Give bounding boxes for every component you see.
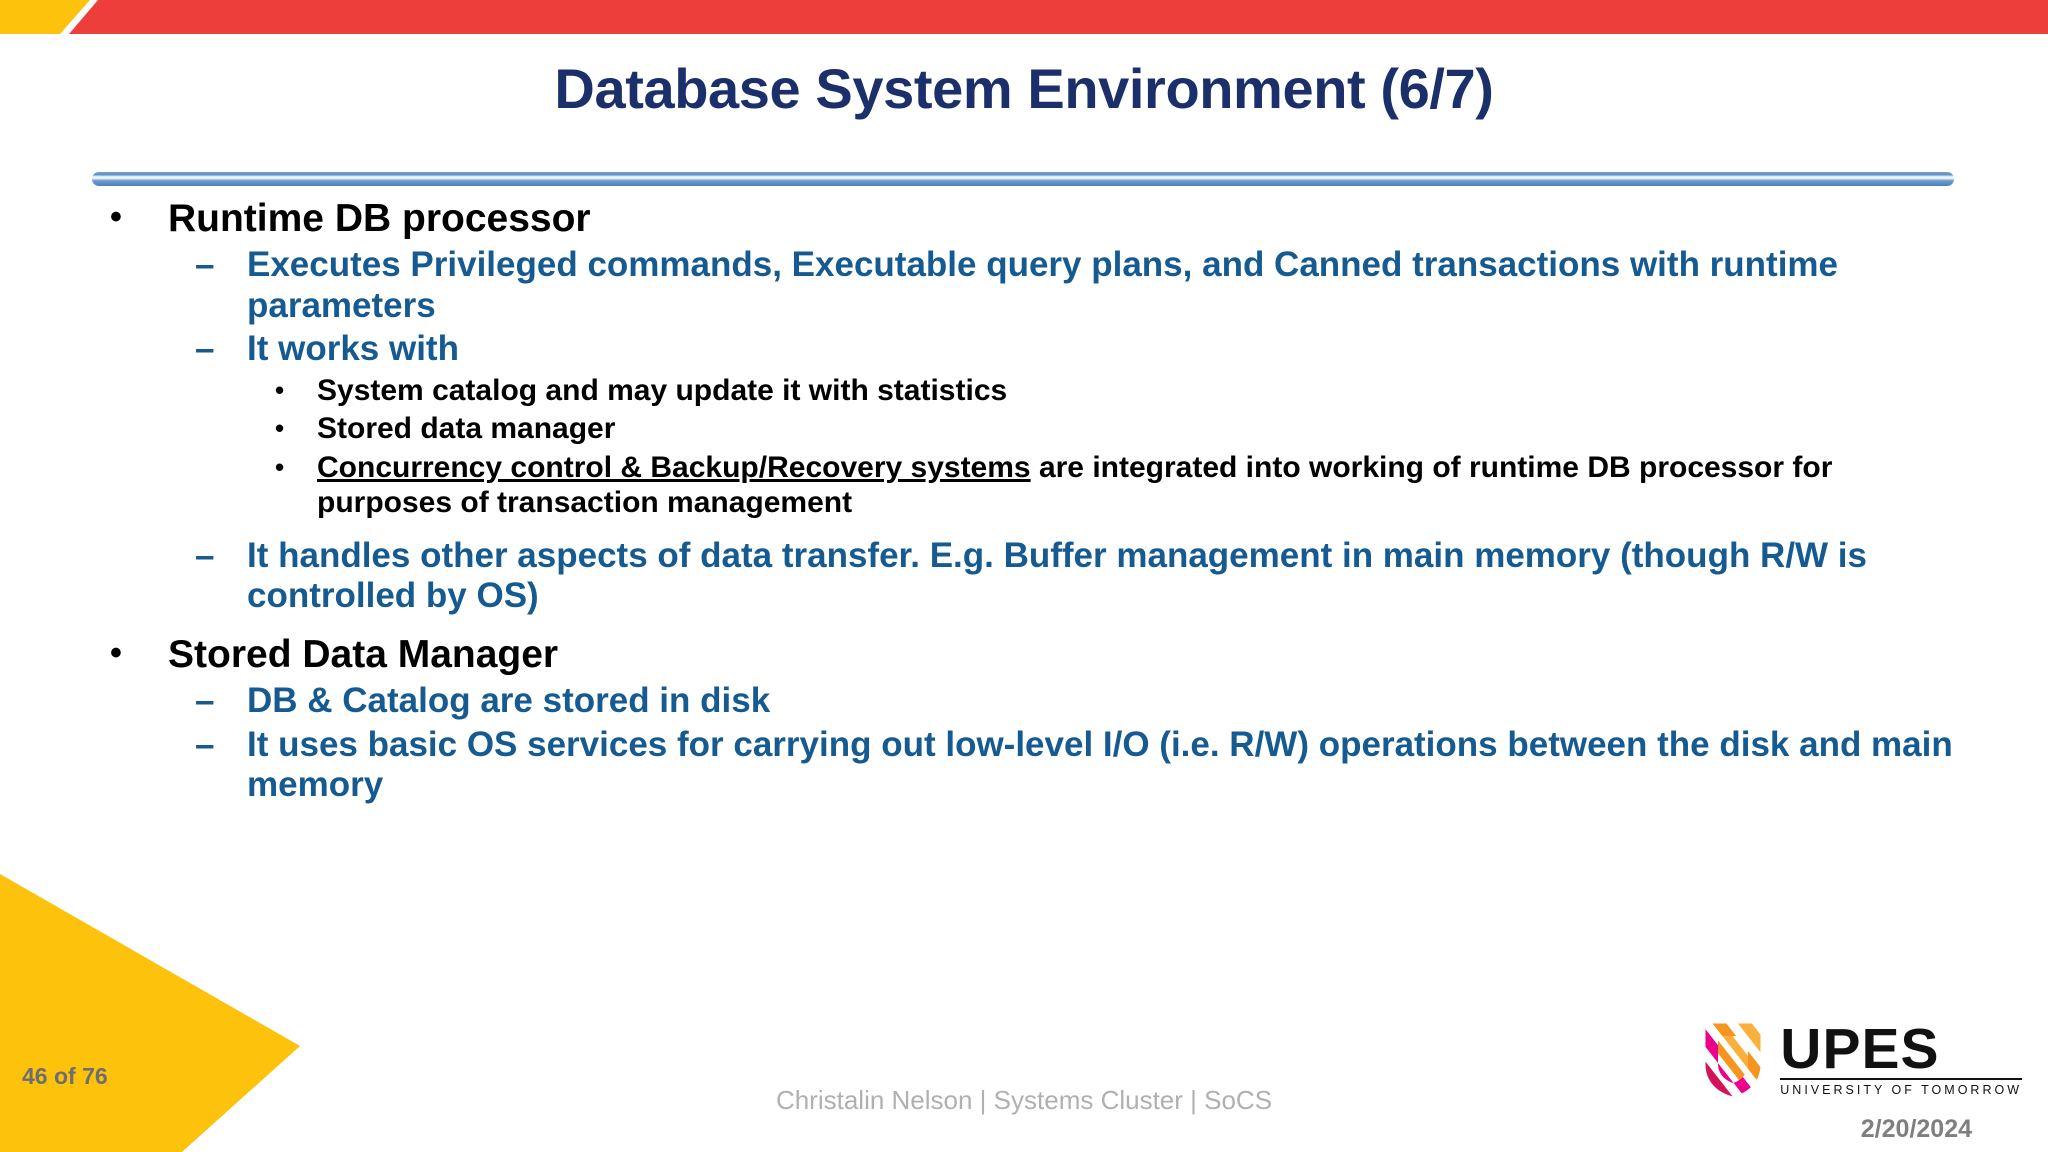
bullet-marker-dot-icon: • xyxy=(110,633,122,672)
list-item-label: It handles other aspects of data transfe… xyxy=(247,535,1867,616)
list-item-label: Executes Privileged commands, Executable… xyxy=(247,245,1839,325)
title-divider-bar xyxy=(92,172,1954,186)
upes-logo-rule xyxy=(1780,1078,2022,1081)
bullet-marker-dot-icon: • xyxy=(275,451,285,482)
list-item-label: Stored data manager xyxy=(317,412,616,446)
page-number: 46 of 76 xyxy=(22,1063,108,1089)
list-item: – DB & Catalog are stored in disk xyxy=(0,681,2048,722)
bullet-marker-dot-icon: • xyxy=(110,198,122,236)
list-item: – It works with xyxy=(0,329,2048,370)
list-item: – Executes Privileged commands, Executab… xyxy=(0,245,2048,326)
list-item-label: It uses basic OS services for carrying o… xyxy=(247,724,1953,805)
upes-name: UPES xyxy=(1780,1016,1940,1081)
list-item-label: DB & Catalog are stored in disk xyxy=(247,681,771,720)
bullet-marker-dot-icon: • xyxy=(275,375,285,406)
list-item-label: Runtime DB processor xyxy=(168,197,591,240)
upes-wordmark: UPES UNIVERSITY OF TOMORROW xyxy=(1780,1016,2022,1098)
bullet-marker-dash-icon: – xyxy=(195,724,215,764)
bullet-marker-dash-icon: – xyxy=(195,681,215,720)
bullet-marker-dot-icon: • xyxy=(275,413,285,444)
bullet-marker-dash-icon: – xyxy=(195,329,215,369)
footer-credit: Christalin Nelson | Systems Cluster | So… xyxy=(775,1085,1273,1115)
bullet-marker-dash-icon: – xyxy=(195,245,215,285)
list-item: • Stored data manager xyxy=(0,411,2048,446)
list-item: • Stored Data Manager xyxy=(0,632,2048,677)
list-item-label-rest: are integrated into working of runtime D… xyxy=(317,450,1833,520)
list-item: • System catalog and may update it with … xyxy=(0,373,2048,408)
emphasis-underlined-text: Concurrency control & Backup/Recovery sy… xyxy=(317,450,1031,484)
upes-logo: UPES UNIVERSITY OF TOMORROW xyxy=(1700,1020,2022,1100)
footer-date: 2/20/2024 xyxy=(1860,1115,1972,1143)
list-item-label: Stored Data Manager xyxy=(168,632,559,676)
page-title: Database System Environment (6/7) xyxy=(554,57,1494,120)
banner-red-bar xyxy=(69,0,2048,34)
upes-shield-icon xyxy=(1702,1020,1764,1100)
list-item: • Runtime DB processor xyxy=(0,196,2048,241)
bullet-content: • Runtime DB processor – Executes Privil… xyxy=(0,196,2048,809)
list-item: – It handles other aspects of data trans… xyxy=(0,536,2048,617)
list-item-label: Concurrency control & Backup/Recovery sy… xyxy=(317,450,1968,521)
list-item-label: It works with xyxy=(247,329,459,369)
list-item-label: System catalog and may update it with st… xyxy=(317,374,1008,408)
list-item: – It uses basic OS services for carrying… xyxy=(0,725,2048,806)
upes-tagline: UNIVERSITY OF TOMORROW xyxy=(1780,1083,2022,1098)
list-item: • Concurrency control & Backup/Recovery … xyxy=(0,450,2048,521)
bullet-marker-dash-icon: – xyxy=(195,535,215,575)
